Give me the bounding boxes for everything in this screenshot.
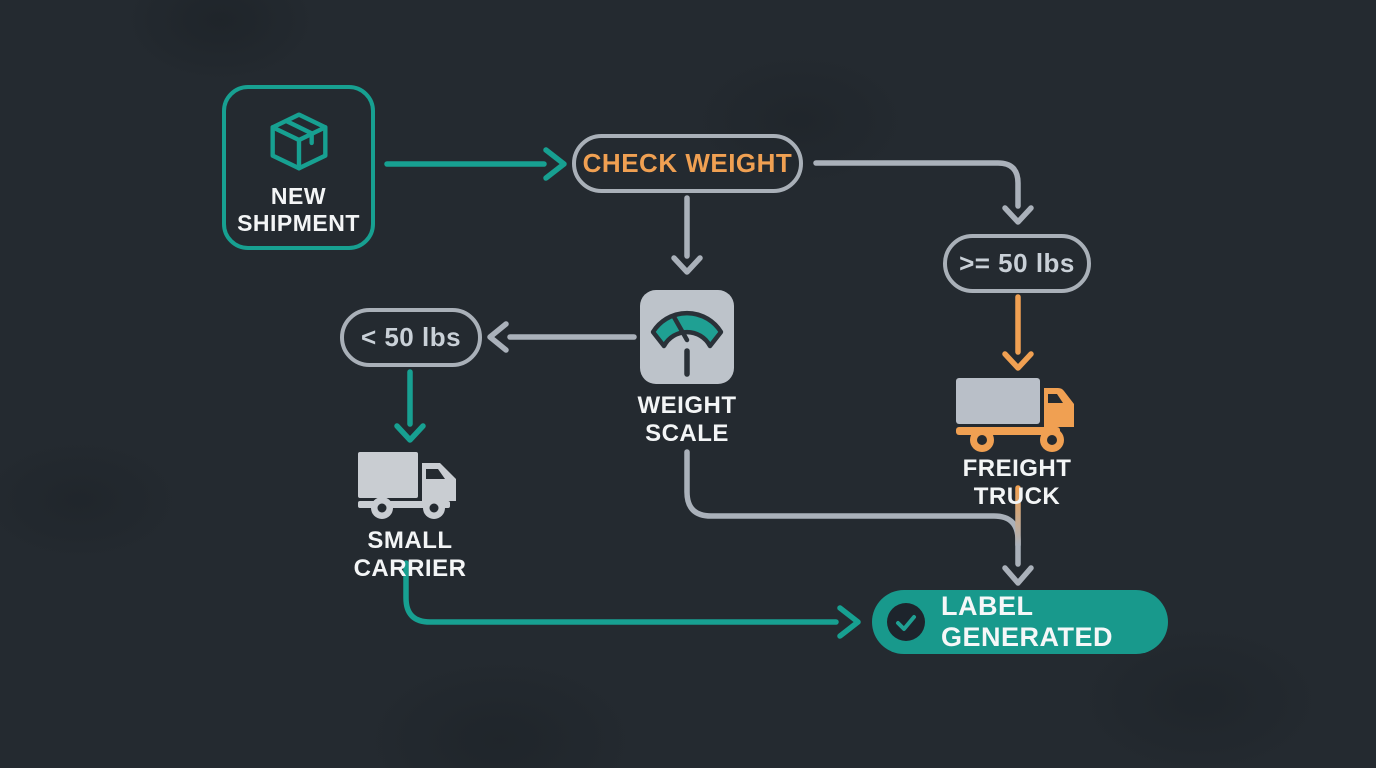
new-shipment-label: NEW SHIPMENT bbox=[237, 183, 360, 236]
edge-smallcarrier-label bbox=[403, 560, 861, 639]
label-generated-label: LABEL GENERATED bbox=[941, 591, 1114, 652]
condition-light-label: < 50 lbs bbox=[360, 322, 462, 352]
edge-checkweight-scale bbox=[671, 195, 703, 275]
node-condition-light: < 50 lbs bbox=[340, 308, 482, 367]
node-condition-heavy: >= 50 lbs bbox=[943, 234, 1091, 293]
small-truck-icon bbox=[358, 452, 456, 519]
freight-truck-label: FREIGHT TRUCK bbox=[962, 455, 1072, 510]
condition-heavy-label: >= 50 lbs bbox=[959, 248, 1075, 278]
node-check-weight: CHECK WEIGHT bbox=[572, 134, 803, 193]
package-icon bbox=[269, 112, 328, 171]
weight-scale-label: WEIGHT SCALE bbox=[637, 392, 737, 447]
node-label-generated: LABEL GENERATED bbox=[872, 590, 1168, 654]
edge-checkweight-heavy bbox=[813, 160, 1034, 225]
edge-scale-light bbox=[487, 321, 637, 353]
freight-truck-icon bbox=[956, 378, 1074, 452]
scale-icon bbox=[640, 290, 734, 384]
node-new-shipment: NEW SHIPMENT bbox=[222, 85, 375, 250]
check-weight-label: CHECK WEIGHT bbox=[582, 148, 793, 178]
small-carrier-label: SMALL CARRIER bbox=[353, 527, 467, 582]
edge-newshipment-checkweight bbox=[384, 147, 567, 181]
check-icon bbox=[887, 603, 925, 641]
edge-light-smallcarrier bbox=[394, 369, 426, 443]
edge-heavy-freighttruck bbox=[1002, 294, 1034, 371]
